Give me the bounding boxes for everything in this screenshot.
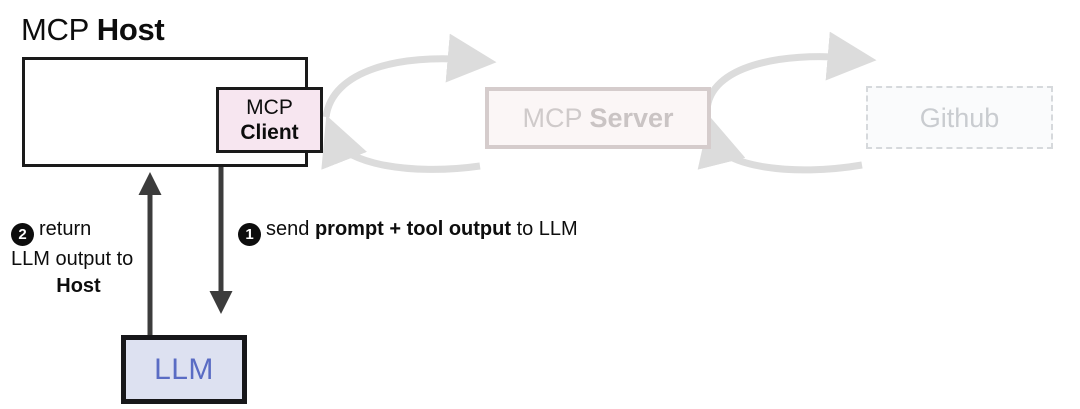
mcp-server-label: MCP Server [522,103,673,133]
step-2-badge: 2 [11,223,34,246]
arrow-github-to-server [697,116,863,174]
llm-box[interactable]: LLM [121,335,247,404]
host-title-bold: Host [96,12,165,47]
step-1-text-part1: send [266,218,315,240]
github-box: Github [866,86,1053,149]
step-1-text-bold: prompt + tool output [314,218,512,240]
host-title: MCP Host [21,11,165,49]
mcp-client-label-line1: MCP [246,95,293,119]
mcp-server-label-bold: Server [589,103,674,133]
step-1-badge: 1 [238,223,261,246]
arrow-client-to-server [322,33,497,118]
mcp-server-box: MCP Server [485,87,711,149]
github-label: Github [919,102,1000,133]
llm-label: LLM [154,352,214,386]
mcp-server-label-regular: MCP [522,103,590,133]
step-2-line1: return [39,218,92,240]
step-2-line3: Host [56,275,101,297]
host-title-regular: MCP [21,12,97,47]
mcp-client-box[interactable]: MCP Client [216,87,323,153]
step-2-line2: LLM output to [11,248,134,270]
arrow-server-to-client [321,115,481,173]
mcp-client-label-line2: Client [240,120,299,144]
arrow-server-to-github [703,31,877,111]
step-1-text-part2: to LLM [511,218,578,240]
